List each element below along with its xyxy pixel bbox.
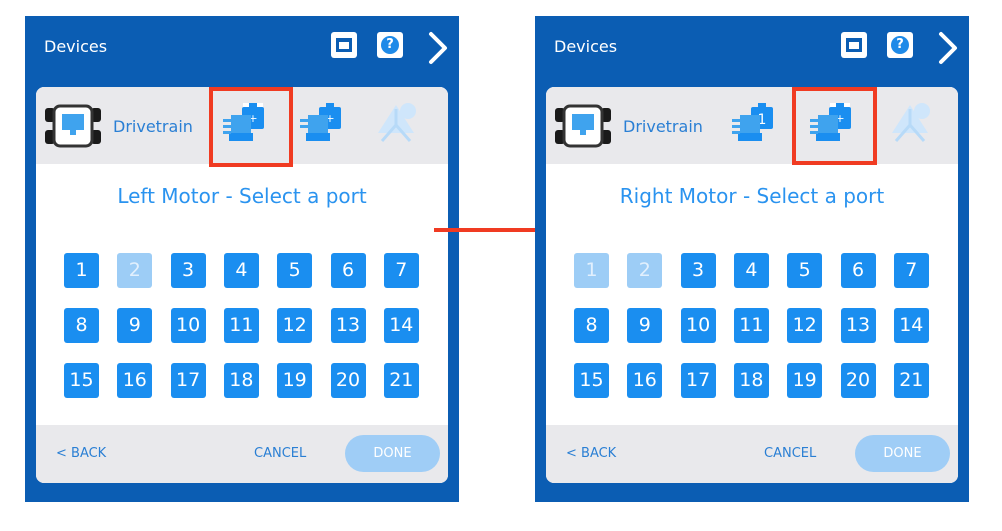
svg-text:+: +: [325, 112, 334, 125]
devices-panel-right: Devices ? Drivetrain 1: [535, 16, 969, 502]
port-button-14[interactable]: 14: [893, 308, 929, 343]
port-prompt-heading: Left Motor - Select a port: [117, 184, 367, 208]
drivetrain-icon[interactable]: [43, 104, 103, 148]
device-port-icon[interactable]: [841, 32, 867, 58]
help-icon[interactable]: ?: [887, 32, 913, 58]
port-button-6[interactable]: 6: [330, 253, 366, 288]
device-port-icon[interactable]: [331, 32, 357, 58]
svg-text:+: +: [835, 112, 844, 125]
help-icon[interactable]: ?: [377, 32, 403, 58]
port-button-13[interactable]: 13: [330, 308, 366, 343]
port-button-6[interactable]: 6: [840, 253, 876, 288]
chevron-right-icon[interactable]: [933, 30, 963, 66]
device-category-bar: Drivetrain 1 +: [546, 87, 958, 165]
port-button-2: 2: [117, 253, 153, 288]
dialog-footer: < BACK CANCEL DONE: [546, 425, 958, 483]
port-selection-card: Drivetrain + +: [36, 87, 448, 483]
port-button-13[interactable]: 13: [840, 308, 876, 343]
category-label: Drivetrain: [113, 117, 193, 136]
port-button-11[interactable]: 11: [733, 308, 769, 343]
port-button-12[interactable]: 12: [787, 308, 823, 343]
svg-text:+: +: [248, 112, 257, 125]
cancel-button[interactable]: CANCEL: [764, 446, 817, 461]
port-button-16[interactable]: 16: [627, 363, 663, 398]
port-button-8[interactable]: 8: [64, 308, 99, 343]
drivetrain-icon[interactable]: [553, 104, 613, 148]
back-button[interactable]: < BACK: [566, 446, 617, 461]
port-button-10[interactable]: 10: [680, 308, 716, 343]
port-prompt-heading: Right Motor - Select a port: [619, 184, 885, 208]
port-button-17[interactable]: 17: [170, 363, 206, 398]
right-motor-add-icon[interactable]: +: [298, 101, 354, 145]
port-button-15[interactable]: 15: [574, 363, 609, 398]
port-button-18[interactable]: 18: [733, 363, 769, 398]
port-button-21[interactable]: 21: [893, 363, 929, 398]
port-button-4[interactable]: 4: [223, 253, 259, 288]
cancel-button[interactable]: CANCEL: [254, 446, 307, 461]
port-button-10[interactable]: 10: [170, 308, 206, 343]
port-button-15[interactable]: 15: [64, 363, 99, 398]
port-button-7[interactable]: 7: [893, 253, 929, 288]
port-button-1[interactable]: 1: [64, 253, 99, 288]
port-button-1: 1: [574, 253, 609, 288]
page-title: Devices: [44, 37, 108, 56]
port-button-19[interactable]: 19: [787, 363, 823, 398]
sensor-icon[interactable]: [368, 101, 424, 149]
port-selection-card: Drivetrain 1 +: [546, 87, 958, 483]
port-button-2: 2: [627, 253, 663, 288]
port-button-19[interactable]: 19: [277, 363, 313, 398]
assigned-motor-badge: 1: [758, 112, 767, 128]
port-button-9[interactable]: 9: [627, 308, 663, 343]
chevron-right-icon[interactable]: [423, 30, 453, 66]
port-button-21[interactable]: 21: [383, 363, 419, 398]
selected-motor-highlight: [792, 87, 877, 165]
port-button-3[interactable]: 3: [680, 253, 716, 288]
page-title: Devices: [554, 37, 618, 56]
port-button-5[interactable]: 5: [277, 253, 313, 288]
left-motor-assigned-icon[interactable]: 1: [730, 101, 786, 145]
title-bar: Devices ?: [535, 16, 969, 80]
port-button-8[interactable]: 8: [574, 308, 609, 343]
dialog-footer: < BACK CANCEL DONE: [36, 425, 448, 483]
port-button-12[interactable]: 12: [277, 308, 313, 343]
sensor-icon[interactable]: [882, 101, 938, 149]
left-motor-add-icon[interactable]: +: [221, 101, 277, 145]
port-button-18[interactable]: 18: [223, 363, 259, 398]
done-button[interactable]: DONE: [855, 435, 950, 472]
port-button-11[interactable]: 11: [223, 308, 259, 343]
port-button-16[interactable]: 16: [117, 363, 153, 398]
back-button[interactable]: < BACK: [56, 446, 107, 461]
done-button[interactable]: DONE: [345, 435, 440, 472]
port-button-20[interactable]: 20: [330, 363, 366, 398]
port-button-4[interactable]: 4: [733, 253, 769, 288]
port-button-9[interactable]: 9: [117, 308, 153, 343]
port-button-17[interactable]: 17: [680, 363, 716, 398]
device-category-bar: Drivetrain + +: [36, 87, 448, 167]
selected-motor-highlight: [209, 87, 293, 167]
port-button-5[interactable]: 5: [787, 253, 823, 288]
category-label: Drivetrain: [623, 117, 703, 136]
port-button-14[interactable]: 14: [383, 308, 419, 343]
port-button-3[interactable]: 3: [170, 253, 206, 288]
port-button-7[interactable]: 7: [383, 253, 419, 288]
devices-panel-left: Devices ? Drivetrain +: [25, 16, 459, 502]
port-button-20[interactable]: 20: [840, 363, 876, 398]
right-motor-add-icon[interactable]: +: [808, 101, 864, 145]
title-bar: Devices ?: [25, 16, 459, 80]
